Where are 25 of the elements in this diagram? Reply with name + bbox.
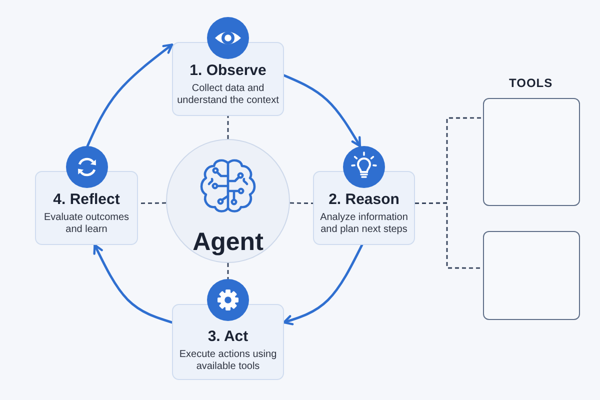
tool-card xyxy=(483,231,580,320)
agent-label: Agent xyxy=(192,228,264,256)
section-heading: TOOLS xyxy=(509,76,553,90)
step-card xyxy=(313,146,415,245)
step-title: 4. Reflect xyxy=(53,191,120,209)
curved-arrow xyxy=(282,244,364,326)
dashed-connector xyxy=(227,116,229,139)
dashed-connector xyxy=(227,263,229,279)
step-description: Evaluate outcomes and learn xyxy=(42,212,130,236)
step-description: Collect data and understand the context xyxy=(176,83,280,107)
curved-arrow xyxy=(86,44,174,148)
step-description: Execute actions using available tools xyxy=(178,349,278,373)
step-title: 1. Observe xyxy=(190,62,266,80)
step-card xyxy=(172,279,284,380)
dashed-connector xyxy=(138,202,166,204)
step-title: 2. Reason xyxy=(328,191,400,209)
step-card xyxy=(35,146,138,245)
tool-card xyxy=(483,98,580,206)
curved-arrow xyxy=(93,244,174,324)
dashed-connector xyxy=(415,202,483,269)
dashed-connector xyxy=(290,202,313,204)
step-description: Analyze information and plan next steps xyxy=(319,212,409,236)
curved-arrow xyxy=(282,74,362,148)
step-card xyxy=(172,17,284,116)
step-title: 3. Act xyxy=(208,328,248,346)
